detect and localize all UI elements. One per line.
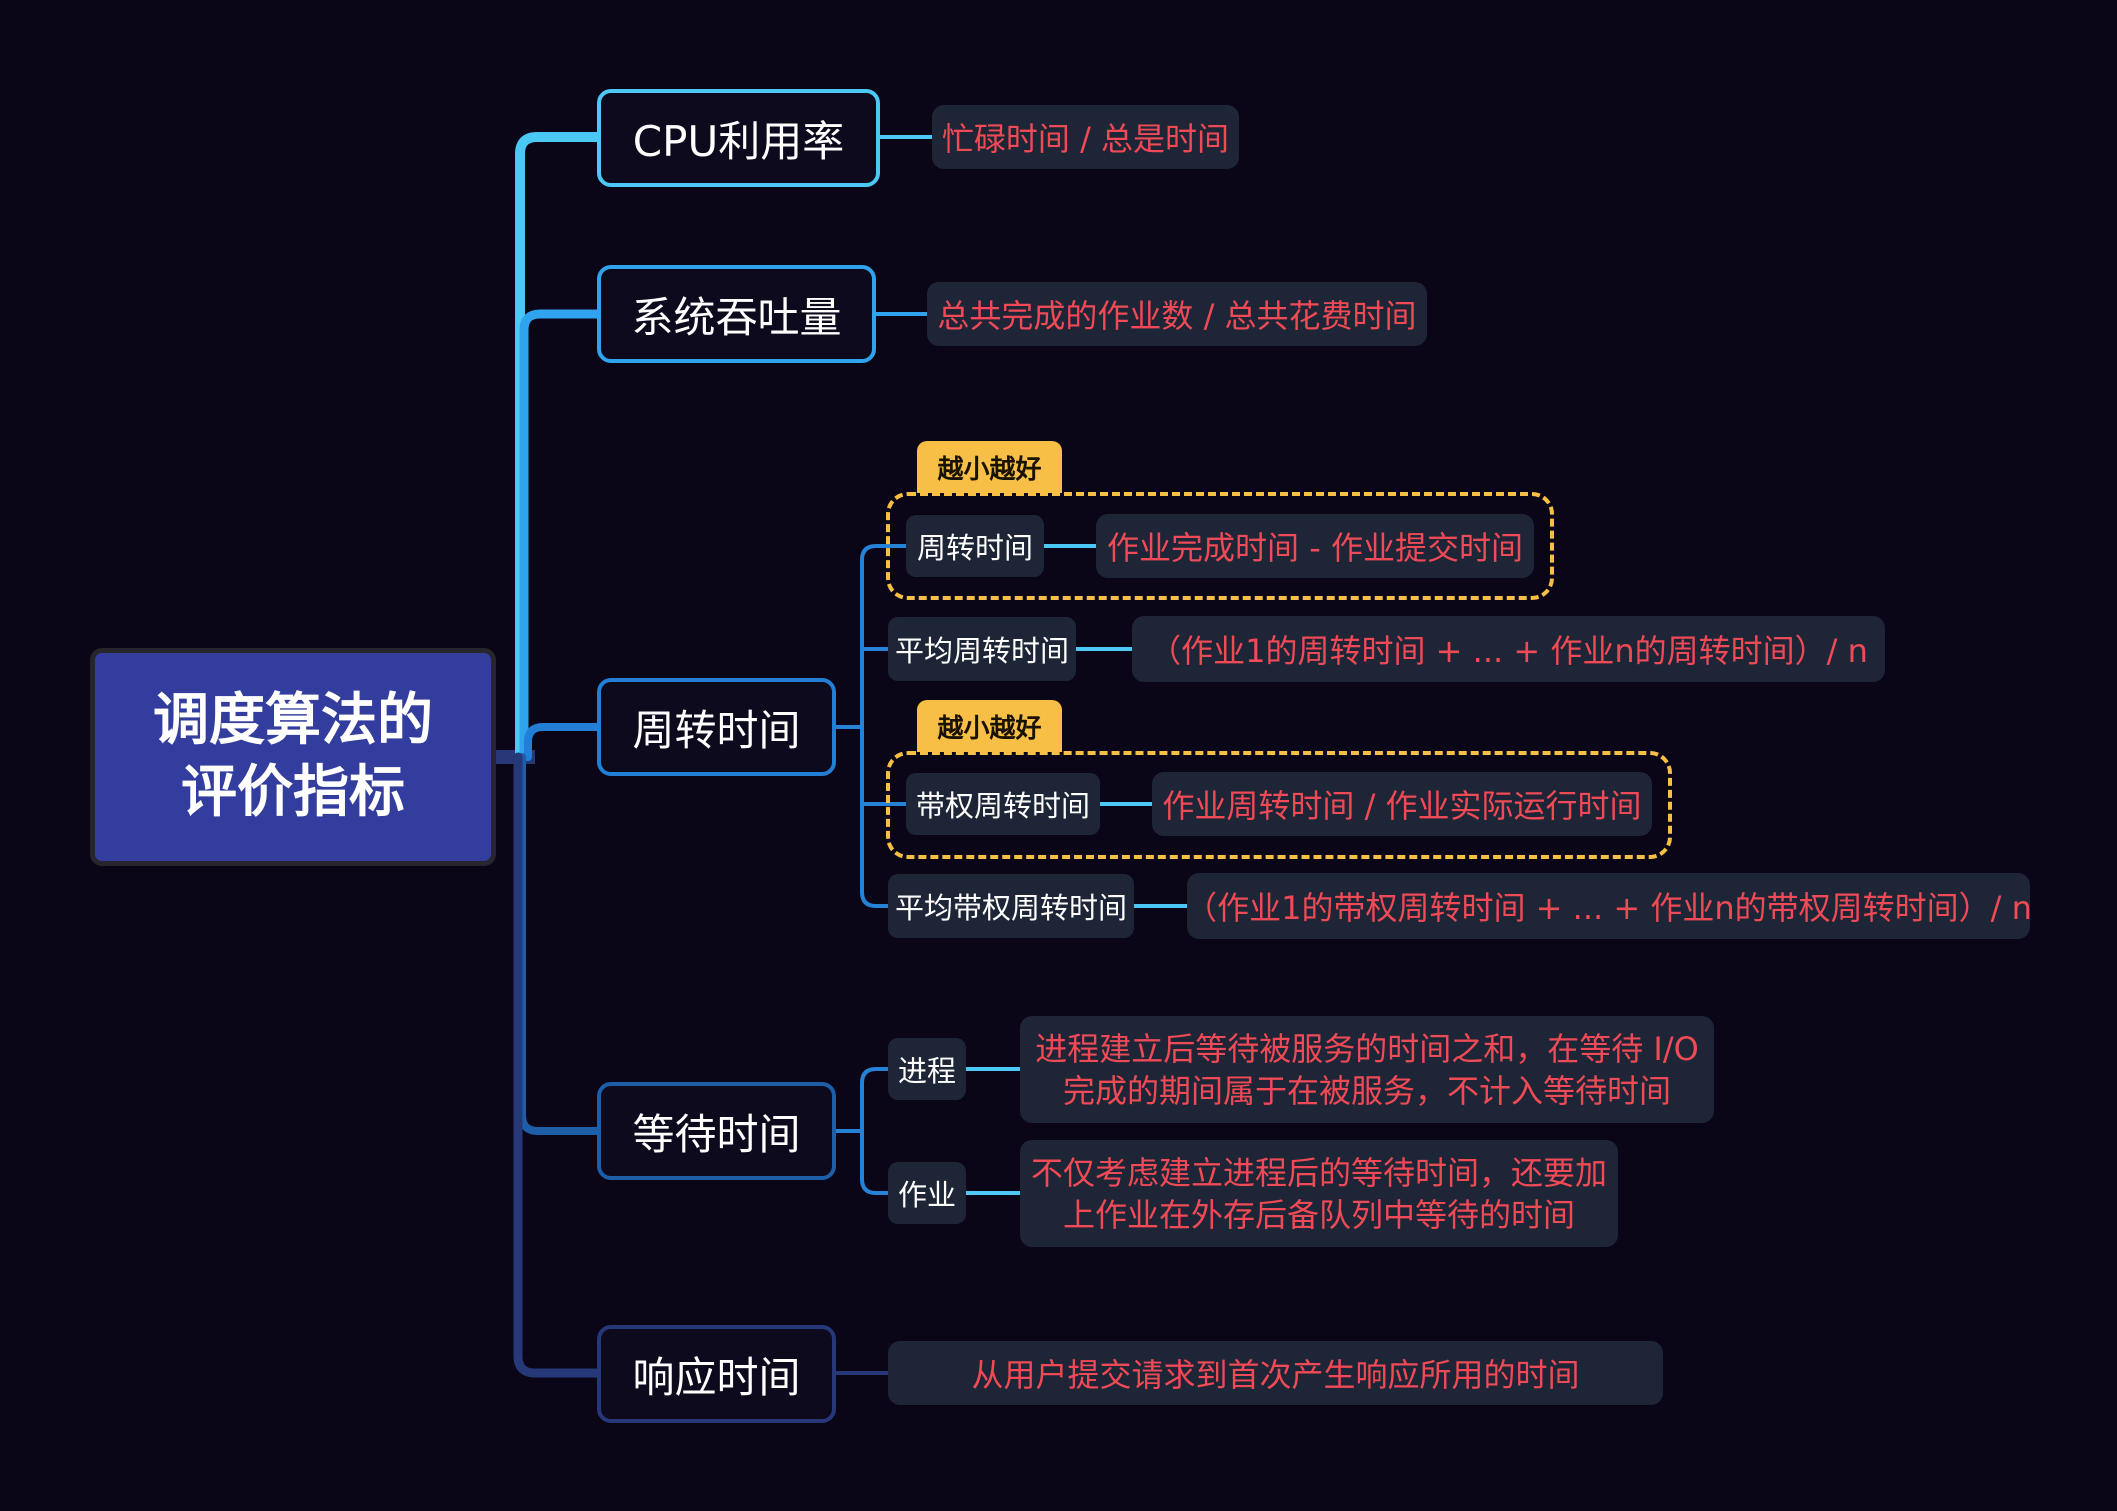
subtopic-label: 周转时间 xyxy=(916,531,1033,565)
link-throughput xyxy=(519,309,602,762)
group-frame-wtt xyxy=(886,751,1672,859)
subtopic-turnaround[interactable]: 周转时间 xyxy=(906,515,1044,577)
subtopic-avg-weighted-turnaround[interactable]: 平均带权周转时间 xyxy=(888,874,1134,938)
subtopic-avg-turnaround[interactable]: 平均周转时间 xyxy=(888,617,1076,681)
subtopic-weighted-turnaround[interactable]: 带权周转时间 xyxy=(906,773,1100,835)
topic-throughput[interactable]: 系统吞吐量 xyxy=(597,265,876,363)
formula-weighted-turnaround[interactable]: 作业周转时间 / 作业实际运行时间 xyxy=(1152,772,1652,836)
subtopic-label: 带权周转时间 xyxy=(915,789,1090,823)
topic-label: 系统吞吐量 xyxy=(631,292,842,342)
root-title-line1: 调度算法的 xyxy=(153,688,433,753)
formula-throughput[interactable]: 总共完成的作业数 / 总共花费时间 xyxy=(927,282,1427,346)
formula-job-waiting[interactable]: 不仅考虑建立进程后的等待时间，还要加 上作业在外存后备队列中等待的时间 xyxy=(1020,1140,1618,1247)
link-waiting xyxy=(518,753,601,1135)
root-title-line2: 评价指标 xyxy=(181,760,405,825)
root-topic[interactable]: 调度算法的 评价指标 xyxy=(90,648,496,866)
topic-label: 响应时间 xyxy=(632,1352,801,1402)
topic-waiting-time[interactable]: 等待时间 xyxy=(597,1082,836,1180)
link-turnaround xyxy=(524,723,601,761)
badge-smaller-better: 越小越好 xyxy=(917,441,1062,493)
formula-text: 作业完成时间 - 作业提交时间 xyxy=(1107,529,1523,567)
badge-smaller-better: 越小越好 xyxy=(917,700,1062,752)
formula-avg-weighted-turnaround[interactable]: （作业1的带权周转时间 + ... + 作业n的带权周转时间）/ n xyxy=(1185,873,2032,939)
subtopic-label: 进程 xyxy=(897,1054,956,1088)
link-response xyxy=(513,752,602,1378)
subtopic-label: 作业 xyxy=(897,1178,956,1212)
formula-turnaround[interactable]: 作业完成时间 - 作业提交时间 xyxy=(1096,514,1534,578)
topic-cpu-utilization[interactable]: CPU利用率 xyxy=(597,89,880,187)
badge-text: 越小越好 xyxy=(937,713,1042,744)
topic-response-time[interactable]: 响应时间 xyxy=(597,1325,836,1423)
formula-text: 从用户提交请求到首次产生响应所用的时间 xyxy=(971,1356,1580,1394)
subtopic-label: 平均带权周转时间 xyxy=(894,891,1127,925)
subtopic-job[interactable]: 作业 xyxy=(888,1162,966,1224)
subtopic-label: 平均周转时间 xyxy=(894,634,1069,668)
topic-label: 等待时间 xyxy=(632,1109,801,1159)
formula-avg-turnaround[interactable]: （作业1的周转时间 + ... + 作业n的周转时间）/ n xyxy=(1132,616,1885,682)
formula-text: 作业周转时间 / 作业实际运行时间 xyxy=(1162,787,1642,825)
link-cpu xyxy=(515,132,602,762)
topic-label: CPU利用率 xyxy=(632,116,845,166)
formula-line1: 不仅考虑建立进程后的等待时间，还要加 xyxy=(1030,1153,1607,1192)
formula-line2: 完成的期间属于在被服务，不计入等待时间 xyxy=(1062,1071,1671,1110)
formula-process-waiting[interactable]: 进程建立后等待被服务的时间之和，在等待 I/O 完成的期间属于在被服务，不计入等… xyxy=(1020,1016,1714,1123)
subtopic-process[interactable]: 进程 xyxy=(888,1038,966,1100)
formula-response[interactable]: 从用户提交请求到首次产生响应所用的时间 xyxy=(888,1341,1663,1405)
topic-label: 周转时间 xyxy=(632,705,801,755)
group-frame-tt xyxy=(886,492,1554,600)
formula-text: （作业1的周转时间 + ... + 作业n的周转时间）/ n xyxy=(1149,632,1868,670)
link-turnaround-bracket xyxy=(860,544,906,908)
topic-turnaround-time[interactable]: 周转时间 xyxy=(597,678,836,776)
formula-line2: 上作业在外存后备队列中等待的时间 xyxy=(1062,1195,1575,1234)
formula-line1: 进程建立后等待被服务的时间之和，在等待 I/O xyxy=(1035,1029,1699,1068)
link-waiting-bracket xyxy=(860,1067,888,1195)
formula-text: 总共完成的作业数 / 总共花费时间 xyxy=(937,297,1417,335)
formula-cpu[interactable]: 忙碌时间 / 总是时间 xyxy=(932,105,1239,169)
formula-text: （作业1的带权周转时间 + ... + 作业n的带权周转时间）/ n xyxy=(1185,889,2032,927)
formula-text: 忙碌时间 / 总是时间 xyxy=(941,120,1230,158)
badge-text: 越小越好 xyxy=(937,454,1042,485)
